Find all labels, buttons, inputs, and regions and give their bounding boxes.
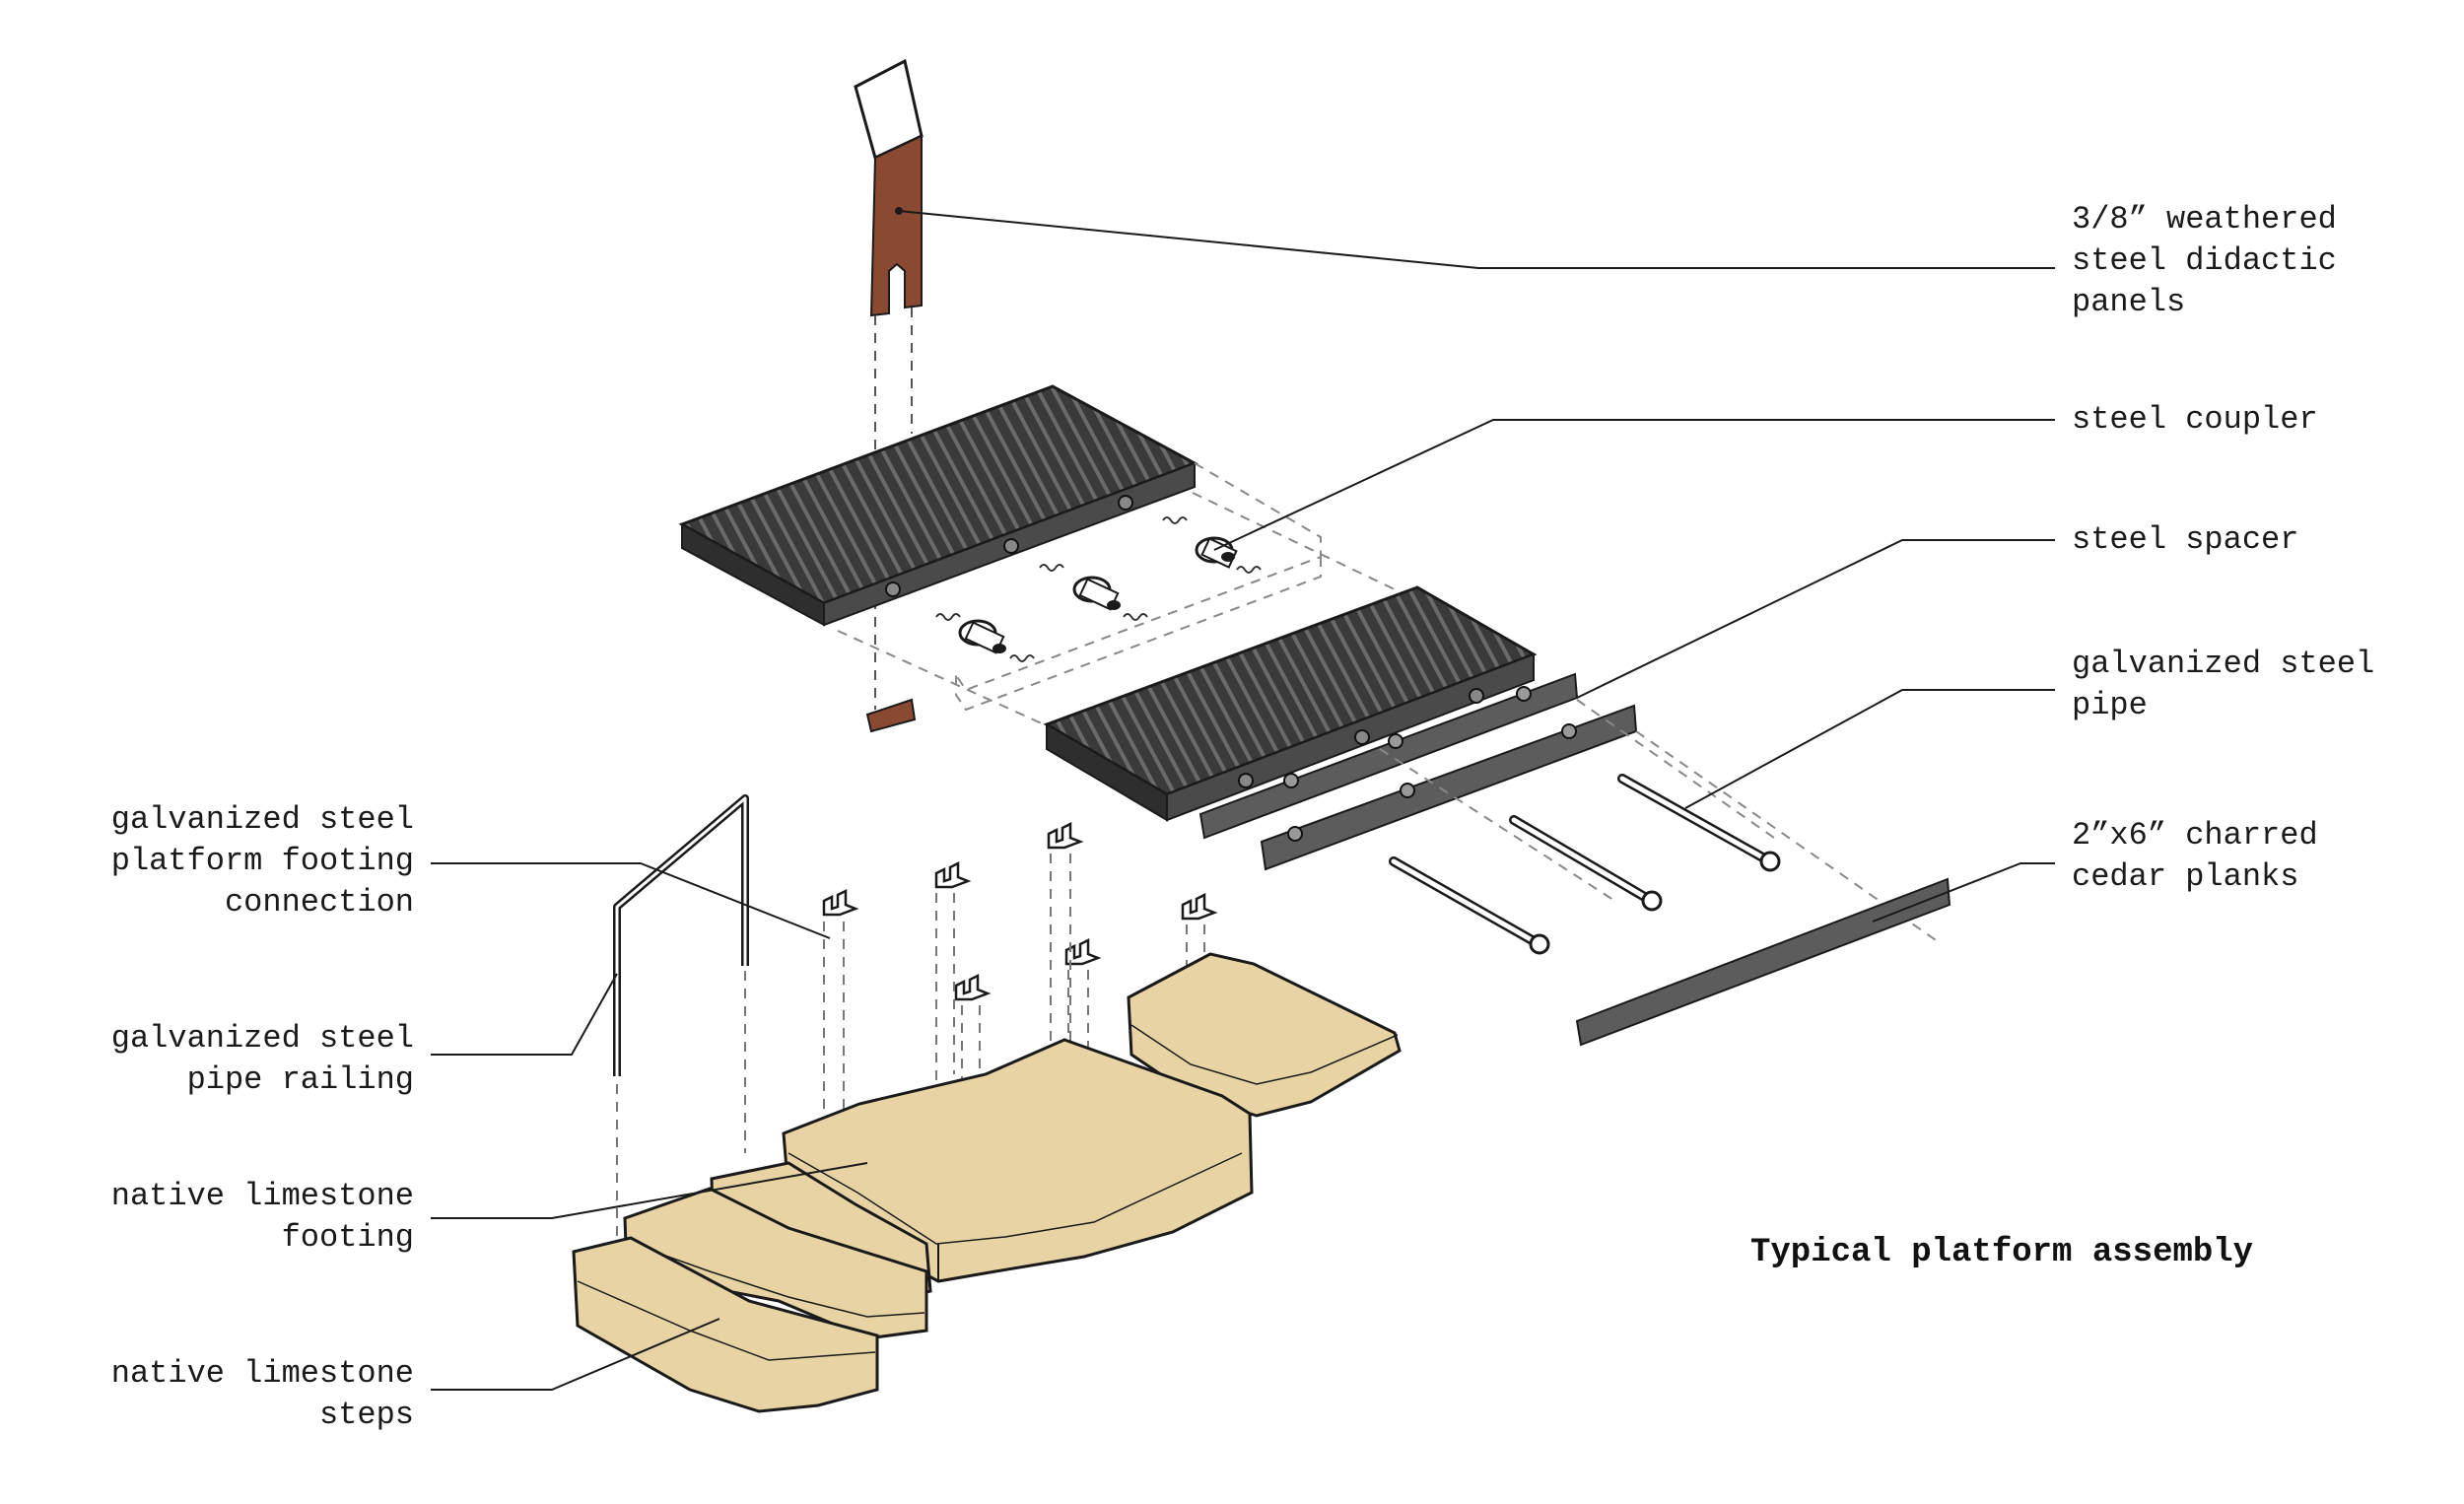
label-planks-line-1: 2”x6” charred <box>2072 817 2318 854</box>
leader-footing-connection <box>431 862 831 939</box>
label-railing-line-2: pipe railing <box>186 1061 414 1098</box>
galvanized-steel-pipe-3 <box>1389 856 1550 955</box>
leader-railing <box>431 973 618 1056</box>
label-cedar-planks: 2”x6” charred cedar planks <box>2072 815 2318 898</box>
upper-cedar-platform <box>678 384 1198 627</box>
label-spacer-line-1: steel spacer <box>2072 521 2299 558</box>
label-didactic-line-3: panels <box>2072 284 2186 320</box>
label-footing-connection-line-1: galvanized steel <box>110 801 414 838</box>
charred-cedar-plank <box>1575 877 1951 1047</box>
footing-connection-6 <box>1181 892 1218 921</box>
label-didactic-line-2: steel didactic <box>2072 242 2337 279</box>
label-steel-coupler: steel coupler <box>2072 399 2318 441</box>
leader-pipe <box>1684 689 2055 809</box>
footing-connection-4 <box>954 973 992 1001</box>
leader-lines <box>431 210 2055 1391</box>
footing-connection-3 <box>1047 821 1084 850</box>
label-limestone-footing-line-2: footing <box>281 1219 414 1256</box>
weathered-steel-didactic-panel <box>854 58 924 317</box>
native-limestone-step-lower <box>572 1236 879 1413</box>
label-steel-spacer: steel spacer <box>2072 519 2298 561</box>
galvanized-steel-pipe-2 <box>1509 815 1663 912</box>
label-didactic-panels: 3/8” weathered steel didactic panels <box>2072 199 2337 323</box>
galvanized-steel-pipe-1 <box>1617 774 1781 872</box>
footing-connection-1 <box>822 888 859 917</box>
label-limestone-steps-line-2: steps <box>318 1397 414 1433</box>
label-pipe-line-2: pipe <box>2072 687 2148 723</box>
label-railing-line-1: galvanized steel <box>110 1020 414 1057</box>
label-pipe-line-1: galvanized steel <box>2072 646 2375 682</box>
coupler-ghost-outline <box>837 462 1420 730</box>
diagram-title: Typical platform assembly <box>1750 1234 2254 1271</box>
label-footing-connection-line-2: platform footing <box>110 843 414 879</box>
leader-limestone-steps <box>431 1318 720 1391</box>
label-footing-connection: galvanized steel platform footing connec… <box>111 799 414 923</box>
leader-coupler <box>1213 419 2055 551</box>
label-planks-line-2: cedar planks <box>2072 858 2299 895</box>
leader-planks <box>1872 862 2055 923</box>
coupler-springs <box>935 516 1262 662</box>
railing-drop-lines <box>616 971 746 1262</box>
steel-coupler-middle <box>1072 576 1121 611</box>
label-coupler-line-1: steel coupler <box>2072 401 2318 438</box>
leader-spacer <box>1576 539 2055 699</box>
leader-didactic <box>898 210 2055 269</box>
steel-coupler-lower <box>958 619 1006 654</box>
footing-connection-5 <box>1064 937 1102 966</box>
label-didactic-line-1: 3/8” weathered <box>2072 201 2337 238</box>
label-limestone-footing-line-1: native limestone <box>110 1178 414 1214</box>
galvanized-steel-pipe-railing <box>613 794 749 1076</box>
label-limestone-steps: native limestone steps <box>111 1353 414 1436</box>
platform-footing-connections <box>822 821 1218 1001</box>
label-galvanized-pipe: galvanized steel pipe <box>2072 644 2374 726</box>
label-limestone-footing: native limestone footing <box>111 1176 414 1259</box>
label-footing-connection-line-3: connection <box>224 884 414 921</box>
panel-foot-bracket <box>865 698 917 733</box>
label-limestone-steps-line-1: native limestone <box>110 1355 414 1392</box>
lower-cedar-platform <box>1043 585 1538 822</box>
footing-connection-2 <box>934 860 972 889</box>
label-pipe-railing: galvanized steel pipe railing <box>111 1018 414 1101</box>
leader-limestone-footing <box>431 1162 868 1219</box>
